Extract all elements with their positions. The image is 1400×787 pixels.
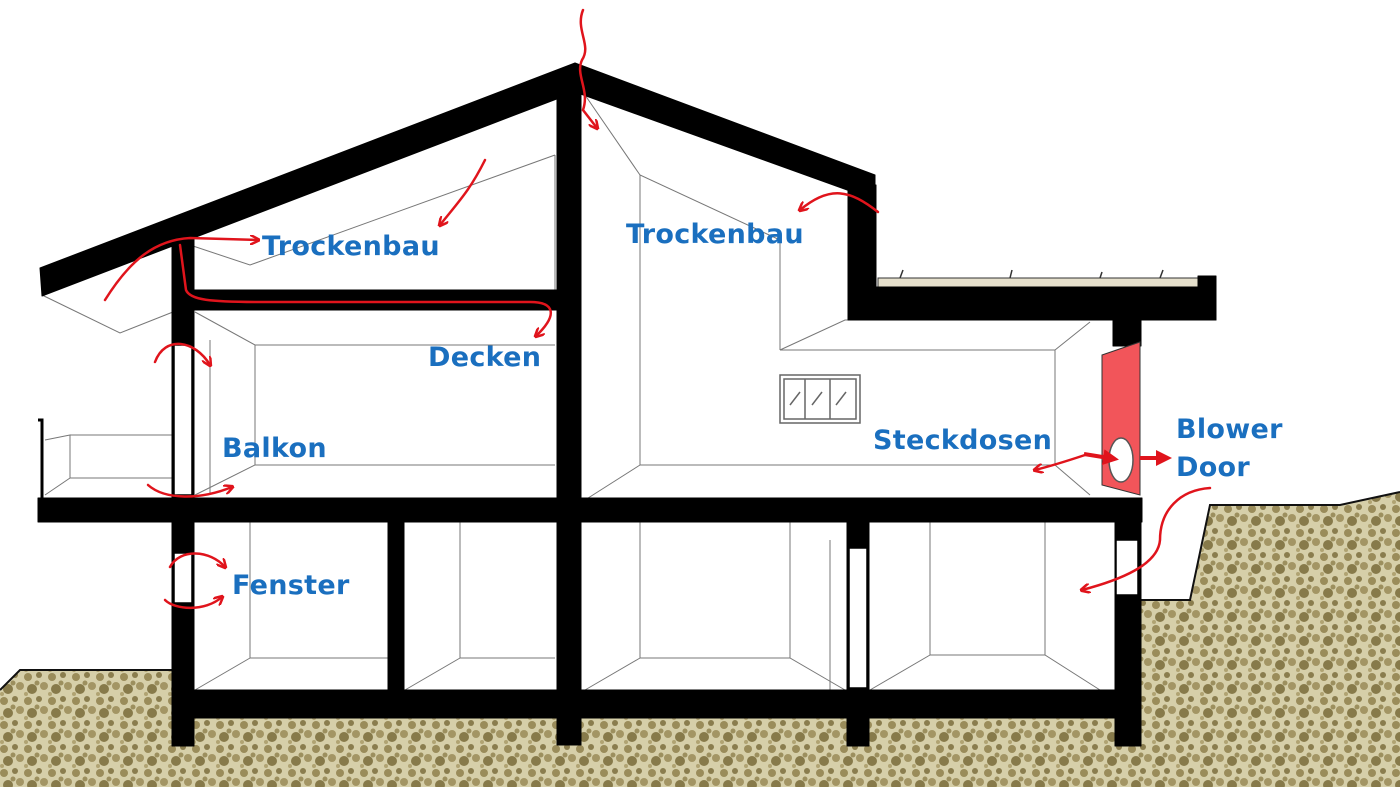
balcony-door-opening	[173, 344, 193, 496]
ground-soil-right	[1140, 492, 1400, 787]
labels: Trockenbau Trockenbau Decken Balkon Stec…	[222, 219, 1283, 601]
window	[779, 374, 861, 424]
label-blower: Blower	[1176, 414, 1283, 445]
right-basement-window	[1115, 539, 1139, 596]
label-fenster: Fenster	[232, 570, 350, 601]
flat-roof-end	[1197, 275, 1217, 321]
ground-floor-slab	[37, 497, 1143, 523]
structure	[37, 62, 1217, 747]
green-roof	[877, 269, 1201, 288]
attic-slab	[184, 289, 561, 311]
central-wall	[556, 69, 582, 746]
label-trockenbau-right: Trockenbau	[626, 219, 804, 250]
air-leak-arrows	[103, 8, 1212, 610]
blower-inflow-arrow	[1083, 449, 1119, 465]
label-door: Door	[1176, 452, 1250, 483]
label-trockenbau-left: Trockenbau	[262, 231, 440, 262]
basement-wall-1	[387, 519, 405, 696]
roof-right	[574, 62, 876, 201]
ground-line	[0, 491, 1400, 691]
basement-vent-opening	[848, 547, 868, 689]
label-steckdosen: Steckdosen	[873, 425, 1052, 456]
basement-slab	[171, 689, 1142, 719]
basement-window-opening	[173, 552, 193, 604]
balcony-railing	[38, 418, 44, 498]
label-decken: Decken	[428, 342, 541, 373]
interior-perspective-lines	[41, 94, 1110, 691]
ground-soil	[0, 670, 178, 787]
right-wall-upper	[1112, 317, 1142, 347]
flat-roof	[847, 286, 1217, 321]
label-balkon: Balkon	[222, 433, 327, 464]
ground-soil-under	[178, 718, 1140, 787]
blower-door	[1101, 341, 1141, 496]
